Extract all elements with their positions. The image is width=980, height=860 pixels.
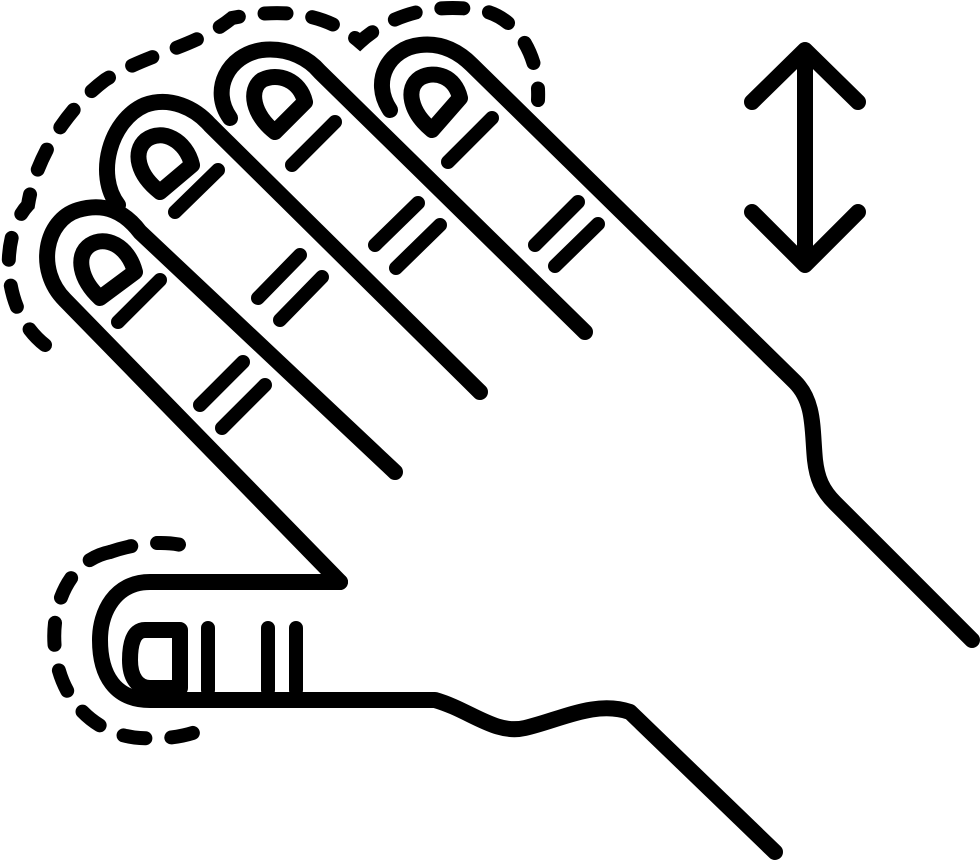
fingertips-touch-halo-icon xyxy=(1,0,546,352)
little-finger-outline xyxy=(373,36,980,648)
little-knuckle-2 xyxy=(528,195,585,252)
little-knuckle-3 xyxy=(548,217,605,273)
ring-finger-outline xyxy=(213,41,593,340)
index-finger-outline xyxy=(39,199,403,590)
hand-outline-icon xyxy=(39,36,980,860)
middle-knuckle-1 xyxy=(168,163,225,219)
fingernails-icon xyxy=(73,66,468,696)
index-knuckle-1 xyxy=(111,273,167,329)
middle-finger-outline xyxy=(99,93,488,400)
index-knuckle-3 xyxy=(215,378,272,435)
arrow-head-up xyxy=(744,42,866,110)
middle-knuckle-3 xyxy=(273,270,329,327)
ring-knuckle-3 xyxy=(389,218,447,275)
thumb-touch-halo-icon xyxy=(47,536,217,746)
ring-knuckle-2 xyxy=(368,196,425,252)
thumb-dashed-halo xyxy=(47,545,217,746)
arrow-head-down xyxy=(744,204,866,273)
ring-nail xyxy=(246,69,313,140)
middle-knuckle-2 xyxy=(251,248,307,305)
ring-knuckle-1 xyxy=(285,115,342,172)
little-knuckle-1 xyxy=(441,111,499,169)
little-nail xyxy=(403,66,468,138)
fingertips-dashed-halo xyxy=(1,0,546,352)
middle-nail xyxy=(130,127,200,200)
thumb-nail xyxy=(122,622,188,696)
thumb-dashed-halo-top xyxy=(103,536,207,559)
index-knuckle-2 xyxy=(193,355,250,412)
knuckle-lines-icon xyxy=(111,111,605,697)
thumb-outline xyxy=(92,574,783,860)
index-nail xyxy=(73,233,143,306)
vertical-swipe-arrow-icon xyxy=(744,42,866,273)
